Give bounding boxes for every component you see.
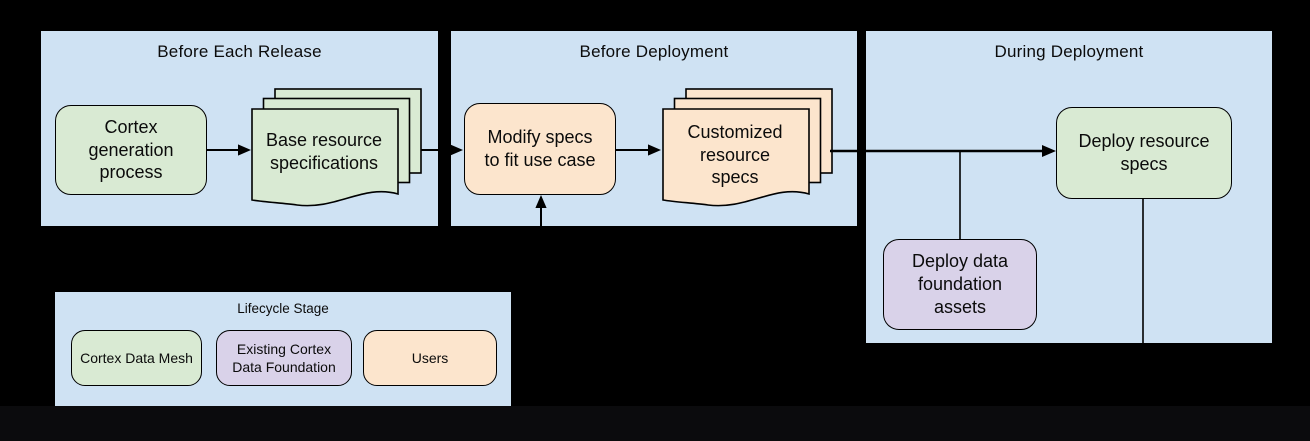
panel-title-before-deployment: Before Deployment (579, 42, 729, 61)
bottom-band (0, 406, 1310, 441)
node-modify-specs: Modify specs to fit use case (464, 103, 616, 195)
legend-item-users: Users (363, 330, 497, 386)
document-stack-customized-specs (662, 88, 833, 207)
document-page-front (251, 108, 399, 207)
legend-item-existing-cortex-data-foundation: Existing Cortex Data Foundation (216, 330, 352, 386)
document-page-front (662, 108, 810, 207)
legend-title: Lifecycle Stage (237, 301, 329, 316)
label-base-resource-specs: Base resource specifications (265, 130, 383, 173)
node-deploy-resource-specs: Deploy resource specs (1056, 107, 1232, 199)
panel-title-during-deployment: During Deployment (994, 42, 1144, 61)
legend-lifecycle-stage: Lifecycle Stage Cortex Data Mesh Existin… (55, 292, 511, 406)
node-cortex-generation-process: Cortex generation process (55, 105, 207, 195)
label-customized-specs: Customized resource specs (687, 121, 783, 188)
document-stack-base-resource-specs (251, 88, 422, 207)
node-deploy-data-foundation-assets: Deploy data foundation assets (883, 239, 1037, 330)
panel-title-before-each-release: Before Each Release (157, 42, 322, 61)
legend-item-cortex-data-mesh: Cortex Data Mesh (71, 330, 202, 386)
